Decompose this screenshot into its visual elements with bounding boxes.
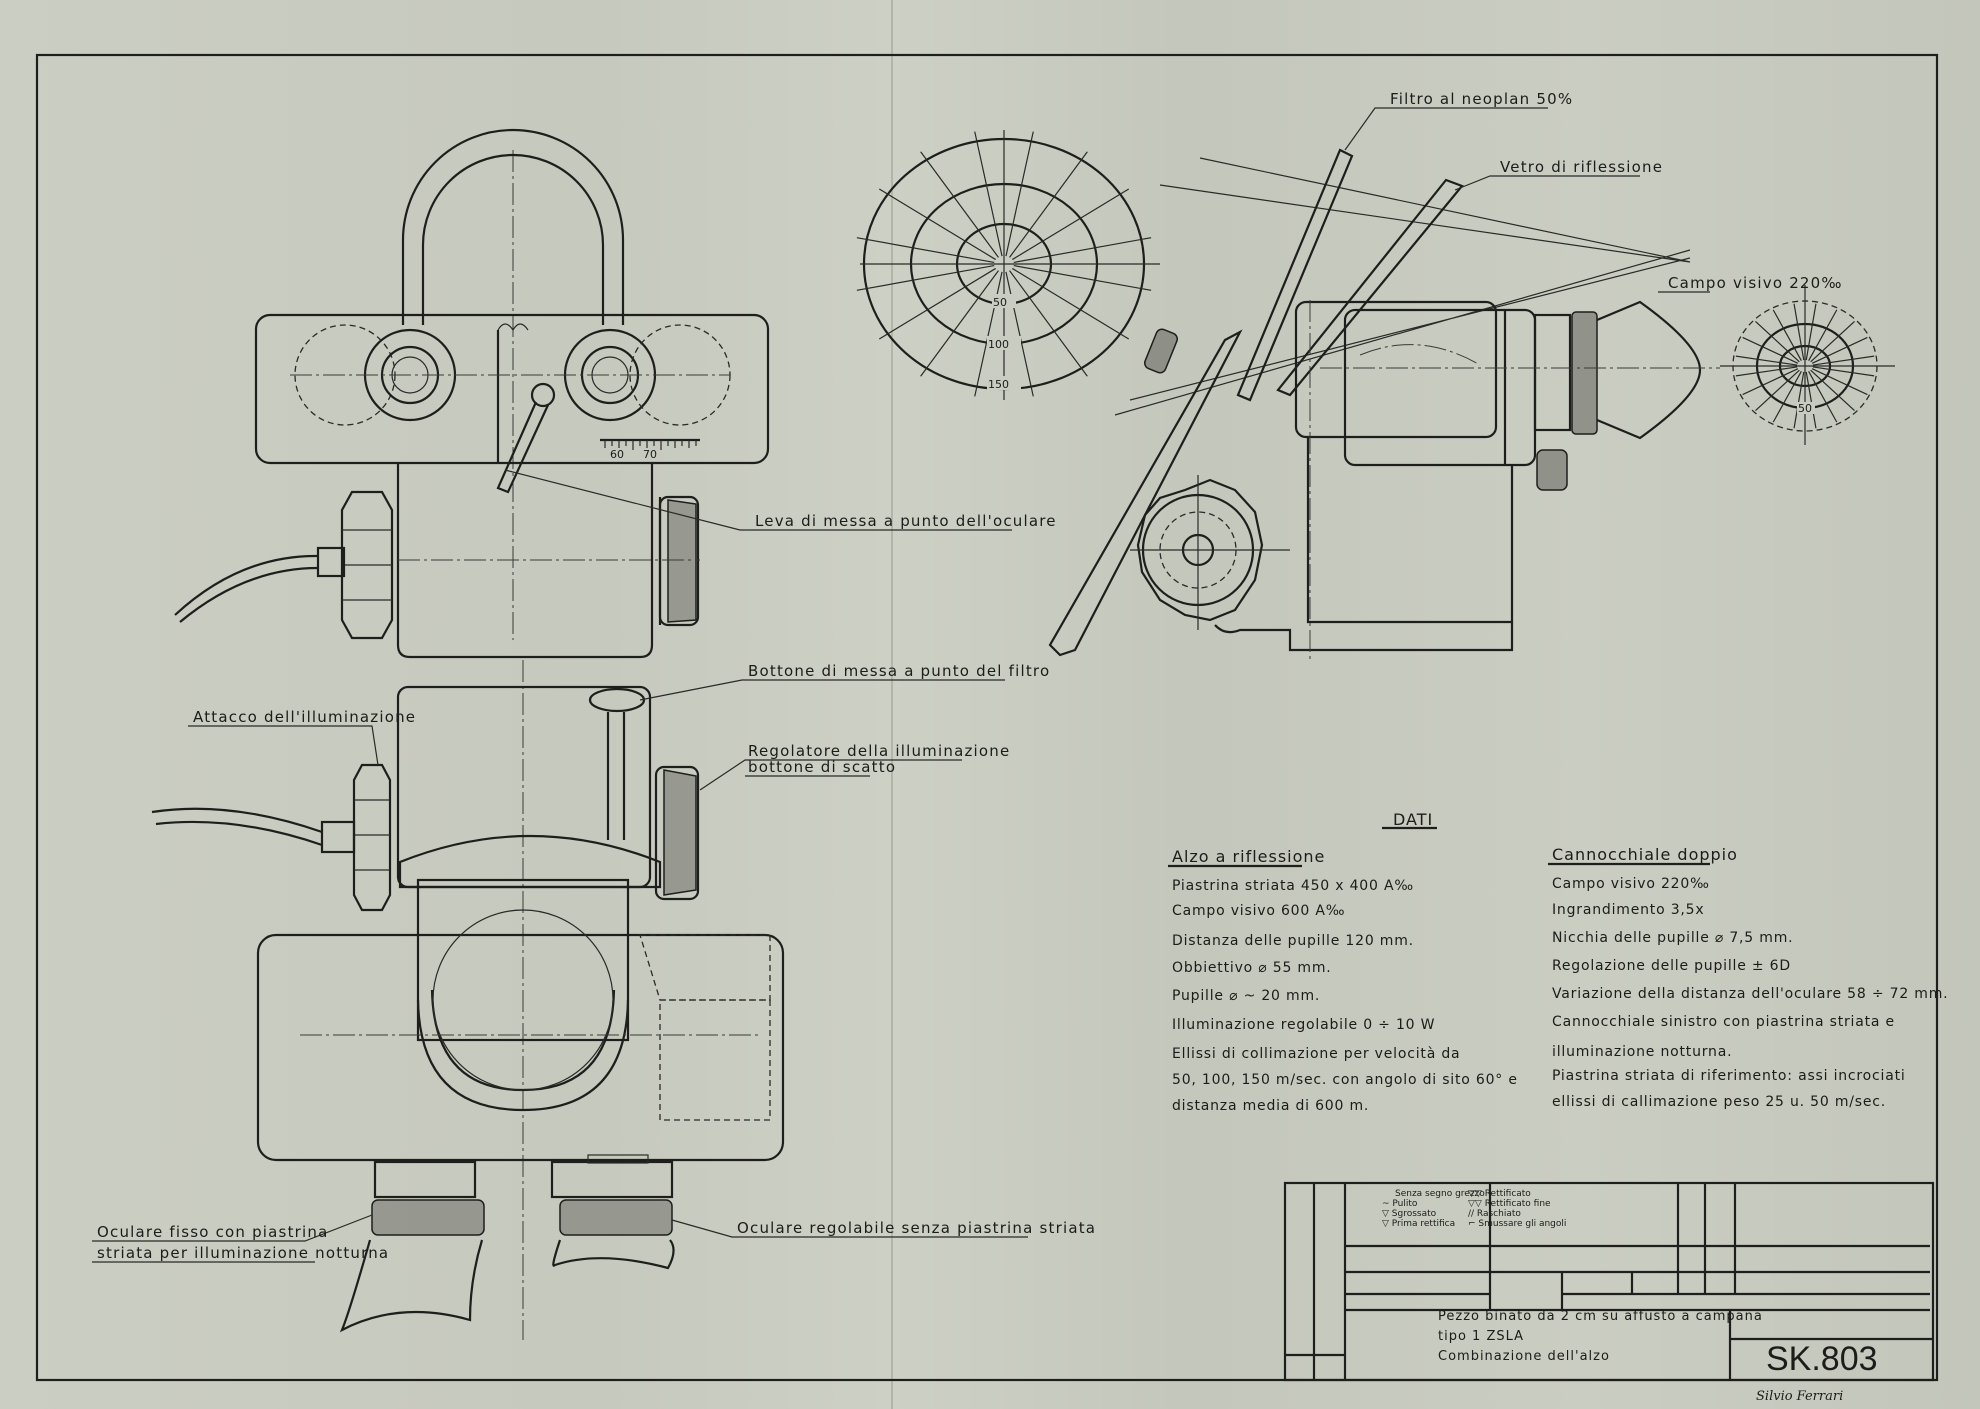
legend-item-3: ▽ Sgrossato bbox=[1382, 1209, 1437, 1219]
reticle-spoke bbox=[878, 188, 996, 261]
cann-line-9: ellissi di callimazione peso 25 u. 50 m/… bbox=[1552, 1094, 1886, 1110]
small-reticle-spoke bbox=[1805, 371, 1817, 429]
sight-side-view bbox=[1048, 148, 1720, 660]
alzo-line-6: Illuminazione regolabile 0 ÷ 10 W bbox=[1172, 1017, 1435, 1033]
small-reticle-spoke bbox=[1755, 321, 1800, 363]
description-line-1: Pezzo binato da 2 cm su affusto a campan… bbox=[1438, 1309, 1763, 1324]
description-line-2: tipo 1 ZSLA bbox=[1438, 1329, 1524, 1344]
label-regolatore-1: Regolatore della illuminazione bbox=[748, 742, 1010, 760]
small-reticle-spoke bbox=[1772, 371, 1802, 423]
reticle-spoke bbox=[974, 271, 1003, 397]
reticle-spoke bbox=[1013, 264, 1152, 291]
alzo-line-8: 50, 100, 150 m/sec. con angolo di sito 6… bbox=[1172, 1072, 1518, 1088]
legend-item-7: // Raschiato bbox=[1468, 1209, 1521, 1219]
binocular-front-view bbox=[151, 660, 785, 1340]
label-filtro: Filtro al neoplan 50% bbox=[1390, 90, 1573, 108]
label-attacco: Attacco dell'illuminazione bbox=[193, 708, 416, 726]
small-reticle-spoke bbox=[1793, 371, 1805, 429]
label-oculare-fisso-2: striata per illuminazione notturna bbox=[97, 1244, 389, 1262]
reticle-spoke bbox=[1013, 237, 1152, 264]
label-bottone-filtro: Bottone di messa a punto del filtro bbox=[748, 662, 1050, 680]
small-reticle-spoke bbox=[1735, 366, 1798, 377]
reticle-spoke bbox=[1009, 151, 1088, 258]
reticle-spoke bbox=[856, 264, 995, 291]
reticle-label-50: 50 bbox=[993, 296, 1007, 309]
small-reticle-spoke bbox=[1772, 309, 1802, 361]
legend-item-4: ▽ Prima rettifica bbox=[1382, 1219, 1455, 1229]
label-oculare-fisso-1: Oculare fisso con piastrina bbox=[97, 1223, 329, 1241]
reticle-spoke bbox=[1005, 131, 1034, 257]
scale-mark-60: 60 bbox=[610, 448, 624, 461]
reticle-spoke bbox=[1012, 188, 1130, 261]
cann-line-3: Nicchia delle pupille ⌀ 7,5 mm. bbox=[1552, 930, 1793, 946]
cann-line-7: illuminazione notturna. bbox=[1552, 1044, 1732, 1060]
reticle-spoke bbox=[1005, 271, 1034, 397]
small-reticle-spoke bbox=[1742, 368, 1799, 396]
scale-mark-70: 70 bbox=[643, 448, 657, 461]
legend-item-8: ⌐ Smussare gli angoli bbox=[1468, 1219, 1566, 1229]
alzo-line-2: Campo visivo 600 A‰ bbox=[1172, 903, 1345, 919]
small-reticle-spoke bbox=[1811, 336, 1868, 364]
drawing-number: SK.803 bbox=[1766, 1340, 1878, 1378]
title-block: Senza segno grezzo ~ Pulito ▽ Sgrossato … bbox=[1283, 1181, 1935, 1404]
binocular-top-view: 60 70 bbox=[174, 128, 770, 659]
alzo-heading: Alzo a riflessione bbox=[1172, 847, 1325, 866]
legend-item-2: ~ Pulito bbox=[1382, 1199, 1418, 1209]
small-reticle-spoke bbox=[1808, 309, 1838, 361]
drawing-border bbox=[35, 53, 1939, 1382]
callouts: Filtro al neoplan 50% Vetro di riflessio… bbox=[92, 90, 1843, 1263]
legend-item-1: Senza segno grezzo bbox=[1395, 1189, 1485, 1199]
label-oculare-regolabile: Oculare regolabile senza piastrina stria… bbox=[737, 1219, 1096, 1237]
cannocchiale-heading: Cannocchiale doppio bbox=[1552, 845, 1738, 864]
label-regolatore-2: bottone di scatto bbox=[748, 758, 896, 776]
alzo-line-3: Distanza delle pupille 120 mm. bbox=[1172, 933, 1414, 949]
data-section: DATI Alzo a riflessione Piastrina striat… bbox=[1168, 810, 1948, 1114]
reticle-label-100: 100 bbox=[988, 338, 1009, 351]
cann-line-1: Campo visivo 220‰ bbox=[1552, 876, 1710, 892]
cann-line-4: Regolazione delle pupille ± 6D bbox=[1552, 958, 1791, 974]
alzo-line-5: Pupille ⌀ ~ 20 mm. bbox=[1172, 988, 1320, 1004]
alzo-line-7: Ellissi di collimazione per velocità da bbox=[1172, 1046, 1460, 1062]
label-leva: Leva di messa a punto dell'oculare bbox=[755, 512, 1057, 530]
label-vetro: Vetro di riflessione bbox=[1500, 158, 1663, 176]
small-reticle-spoke bbox=[1808, 371, 1838, 423]
small-reticle-spoke bbox=[1810, 321, 1855, 363]
reticle-label-150: 150 bbox=[988, 378, 1009, 391]
reticle-spoke bbox=[920, 151, 999, 258]
cann-line-6: Cannocchiale sinistro con piastrina stri… bbox=[1552, 1014, 1895, 1030]
reticle-spoke bbox=[920, 270, 999, 377]
small-reticle-spoke bbox=[1735, 355, 1798, 366]
alzo-line-9: distanza media di 600 m. bbox=[1172, 1098, 1369, 1114]
dati-title: DATI bbox=[1393, 810, 1433, 829]
cann-line-8: Piastrina striata di riferimento: assi i… bbox=[1552, 1068, 1906, 1084]
legend-item-6: ▽▽ Rettificato fine bbox=[1468, 1199, 1551, 1209]
small-reticle-spoke bbox=[1812, 366, 1875, 377]
telescope-reticle: 50 bbox=[1720, 285, 1895, 445]
reticle-spoke bbox=[974, 131, 1003, 257]
small-reticle-spoke bbox=[1811, 368, 1868, 396]
reflection-reticle: 50 100 150 bbox=[856, 130, 1160, 400]
signature: Silvio Ferrari bbox=[1756, 1389, 1843, 1404]
description-line-3: Combinazione dell'alzo bbox=[1438, 1349, 1610, 1364]
small-reticle-label: 50 bbox=[1798, 402, 1812, 415]
cann-line-5: Variazione della distanza dell'oculare 5… bbox=[1552, 986, 1948, 1002]
reticle-spoke bbox=[1012, 267, 1130, 340]
label-campo-visivo: Campo visivo 220‰ bbox=[1668, 274, 1843, 292]
small-reticle-spoke bbox=[1812, 355, 1875, 366]
small-reticle-spoke bbox=[1742, 336, 1799, 364]
reticle-spoke bbox=[878, 267, 996, 340]
reticle-spoke bbox=[856, 237, 995, 264]
legend-item-5: ▽▽ Rettificato bbox=[1468, 1189, 1531, 1199]
alzo-line-4: Obbiettivo ⌀ 55 mm. bbox=[1172, 960, 1332, 976]
alzo-line-1: Piastrina striata 450 x 400 A‰ bbox=[1172, 878, 1414, 894]
small-reticle-spoke bbox=[1793, 303, 1805, 361]
small-reticle-spoke bbox=[1810, 369, 1855, 411]
small-reticle-spoke bbox=[1755, 369, 1800, 411]
reticle-spoke bbox=[1009, 270, 1088, 377]
small-reticle-spoke bbox=[1805, 303, 1817, 361]
cann-line-2: Ingrandimento 3,5x bbox=[1552, 902, 1704, 918]
